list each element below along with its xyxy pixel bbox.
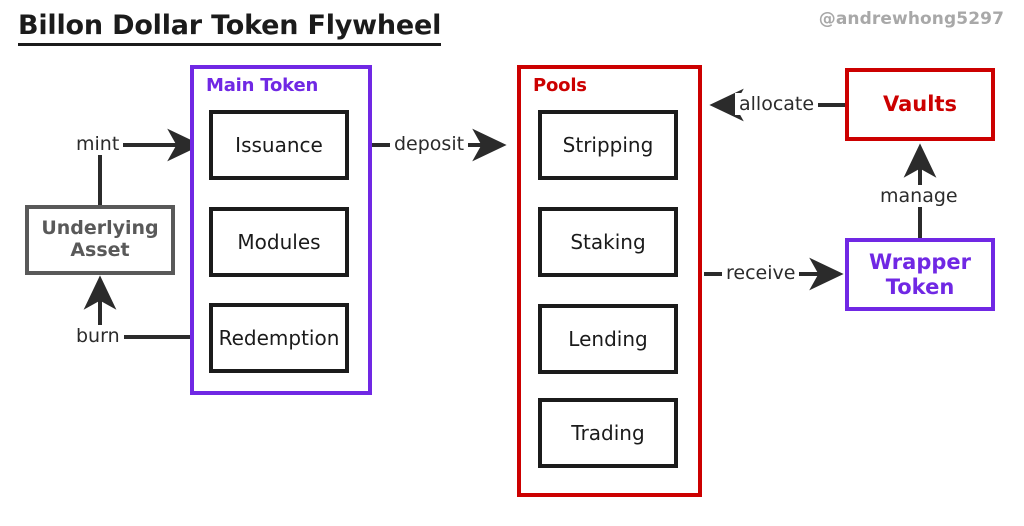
node-staking[interactable]: Staking xyxy=(538,207,678,277)
author-handle: @andrewhong5297 xyxy=(818,9,1004,29)
node-underlying-asset-label-line1: Underlying xyxy=(41,217,159,240)
node-issuance-label: Issuance xyxy=(235,132,323,157)
node-wrapper-token[interactable]: Wrapper Token xyxy=(845,238,995,311)
edge-label-burn: burn xyxy=(72,325,124,347)
node-modules-label: Modules xyxy=(237,229,321,254)
page-title: Billon Dollar Token Flywheel xyxy=(18,10,441,47)
node-redemption[interactable]: Redemption xyxy=(209,303,349,373)
node-redemption-label: Redemption xyxy=(218,325,340,350)
node-underlying-asset-label-line2: Asset xyxy=(70,239,130,261)
node-stripping[interactable]: Stripping xyxy=(538,110,678,180)
node-modules[interactable]: Modules xyxy=(209,207,349,277)
node-wrapper-token-label-line1: Wrapper xyxy=(869,250,971,275)
node-underlying-asset[interactable]: Underlying Asset xyxy=(25,205,175,275)
node-wrapper-token-label-line2: Token xyxy=(885,274,955,299)
edge-label-deposit: deposit xyxy=(390,133,469,155)
edge-label-allocate: allocate xyxy=(735,93,819,115)
node-issuance[interactable]: Issuance xyxy=(209,110,349,180)
edge-label-manage: manage xyxy=(876,185,962,207)
edge-label-receive: receive xyxy=(722,262,800,284)
node-lending[interactable]: Lending xyxy=(538,304,678,374)
group-main-token-title: Main Token xyxy=(206,75,319,96)
node-vaults-label: Vaults xyxy=(883,92,957,117)
node-trading[interactable]: Trading xyxy=(538,398,678,468)
node-lending-label: Lending xyxy=(568,326,648,351)
node-stripping-label: Stripping xyxy=(562,132,654,157)
group-pools-title: Pools xyxy=(533,75,587,96)
node-vaults[interactable]: Vaults xyxy=(845,68,995,141)
node-trading-label: Trading xyxy=(571,420,645,445)
edge-label-mint: mint xyxy=(72,133,124,155)
node-staking-label: Staking xyxy=(570,229,646,254)
